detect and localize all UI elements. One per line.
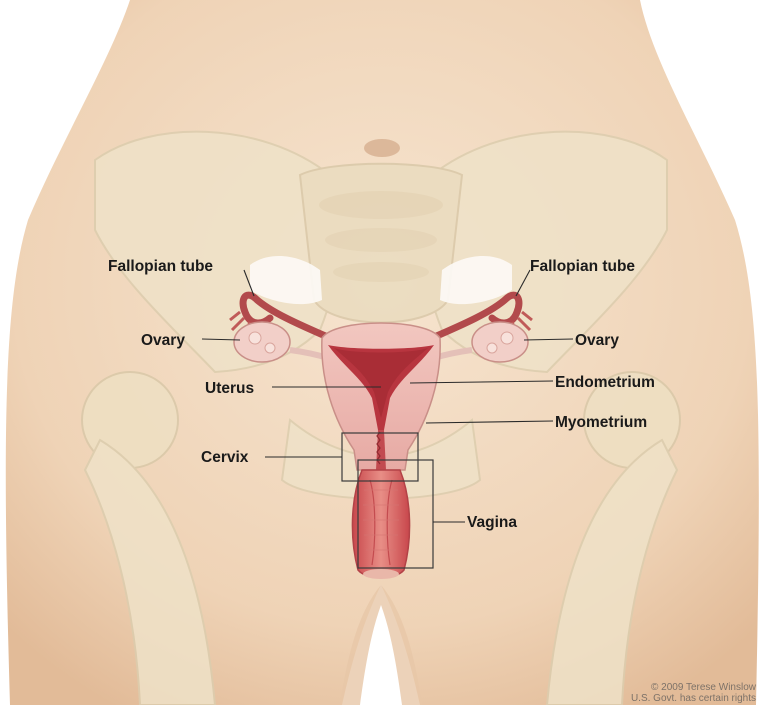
credit-line-1: © 2009 Terese Winslow xyxy=(651,682,757,693)
label-fallopian-tube-right: Fallopian tube xyxy=(530,258,635,275)
label-ovary-right: Ovary xyxy=(575,332,619,349)
label-endometrium: Endometrium xyxy=(555,374,655,391)
label-vagina: Vagina xyxy=(467,514,517,531)
label-cervix: Cervix xyxy=(201,449,249,466)
vagina-shape xyxy=(352,470,409,578)
label-myometrium: Myometrium xyxy=(555,414,647,431)
ovary-left-shape xyxy=(234,322,290,362)
ovary-right-shape xyxy=(472,322,528,362)
label-fallopian-tube-left: Fallopian tube xyxy=(108,258,213,275)
label-ovary-left: Ovary xyxy=(141,332,185,349)
navel xyxy=(364,139,400,157)
label-uterus: Uterus xyxy=(205,380,254,397)
credit-line-2: U.S. Govt. has certain rights xyxy=(631,693,756,704)
